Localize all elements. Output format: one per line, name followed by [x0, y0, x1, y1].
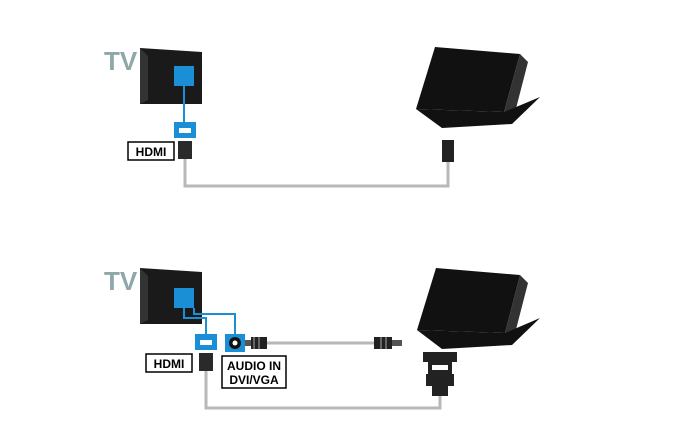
hdmi-label-box: HDMI — [145, 353, 193, 373]
hdmi-dvi-cable — [204, 371, 442, 410]
diagram-hdmi-connection: TV HDMI — [104, 46, 540, 188]
hdmi-label-box: HDMI — [127, 141, 175, 161]
audio-plug-icon — [245, 337, 267, 349]
tv-hdmi-port — [174, 66, 194, 86]
audio-plug-icon — [374, 337, 402, 349]
dvi-vga-connector-icon — [423, 352, 457, 396]
tv-hdmi-port — [174, 288, 194, 308]
hdmi-connector-icon — [174, 122, 196, 159]
hdmi-connector-icon — [195, 334, 217, 371]
tv-label: TV — [104, 266, 138, 296]
dvi-vga-label: DVI/VGA — [229, 373, 279, 387]
laptop-icon — [417, 268, 540, 349]
tv-icon — [140, 268, 202, 324]
hdmi-cable — [183, 159, 450, 188]
diagram-dvi-vga-connection: TV HDMI — [104, 266, 540, 410]
laptop-icon — [416, 47, 540, 128]
tv-icon — [140, 48, 202, 104]
laptop-hdmi-plug-icon — [442, 140, 454, 162]
audio-in-label-box: AUDIO IN DVI/VGA — [221, 355, 287, 389]
audio-jack-port-icon — [225, 334, 245, 352]
audio-in-label: AUDIO IN — [227, 359, 281, 373]
hdmi-label: HDMI — [154, 357, 185, 371]
hdmi-label: HDMI — [136, 145, 167, 159]
tv-label: TV — [104, 46, 138, 76]
